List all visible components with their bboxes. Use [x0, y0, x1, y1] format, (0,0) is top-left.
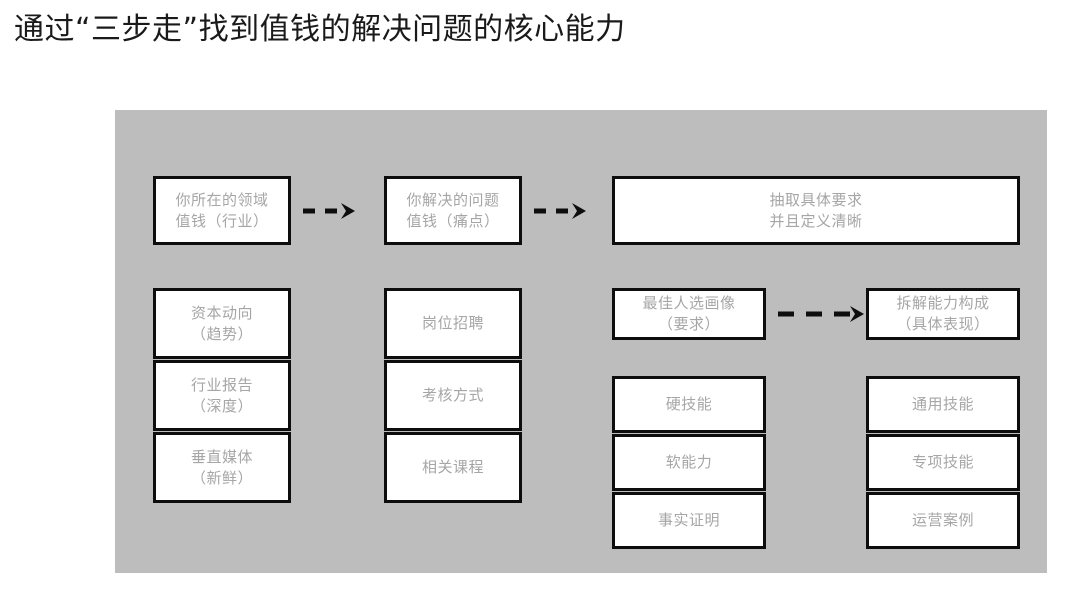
- dashed-arrow-icon-3: [776, 303, 870, 325]
- dashed-arrow-icon-1: [301, 200, 361, 222]
- diagram-panel: 你所在的领域 值钱（行业） 你解决的问题 值钱（痛点） 抽取具体要求 并且定义清…: [115, 110, 1047, 573]
- column-1-item-3[interactable]: 垂直媒体 （新鲜）: [153, 432, 291, 503]
- flow-step-2-box[interactable]: 你解决的问题 值钱（痛点）: [384, 176, 522, 245]
- column-2-item-1[interactable]: 岗位招聘: [384, 288, 522, 359]
- flow-step-5-box[interactable]: 拆解能力构成 （具体表现）: [866, 288, 1020, 340]
- column-4-item-3[interactable]: 运营案例: [866, 492, 1020, 549]
- flow-step-3-box[interactable]: 抽取具体要求 并且定义清晰: [612, 176, 1020, 245]
- page-title: 通过“三步走”找到值钱的解决问题的核心能力: [14, 12, 626, 47]
- column-1-item-1[interactable]: 资本动向 （趋势）: [153, 288, 291, 359]
- column-1-item-2[interactable]: 行业报告 （深度）: [153, 360, 291, 431]
- column-4-item-1[interactable]: 通用技能: [866, 376, 1020, 433]
- column-3-item-3[interactable]: 事实证明: [612, 492, 766, 549]
- flow-step-1-box[interactable]: 你所在的领域 值钱（行业）: [153, 176, 291, 245]
- flow-step-4-box[interactable]: 最佳人选画像 （要求）: [612, 288, 766, 340]
- dashed-arrow-icon-2: [532, 200, 592, 222]
- column-3-item-2[interactable]: 软能力: [612, 434, 766, 491]
- column-4-item-2[interactable]: 专项技能: [866, 434, 1020, 491]
- column-2-item-3[interactable]: 相关课程: [384, 432, 522, 503]
- column-3-item-1[interactable]: 硬技能: [612, 376, 766, 433]
- column-2-item-2[interactable]: 考核方式: [384, 360, 522, 431]
